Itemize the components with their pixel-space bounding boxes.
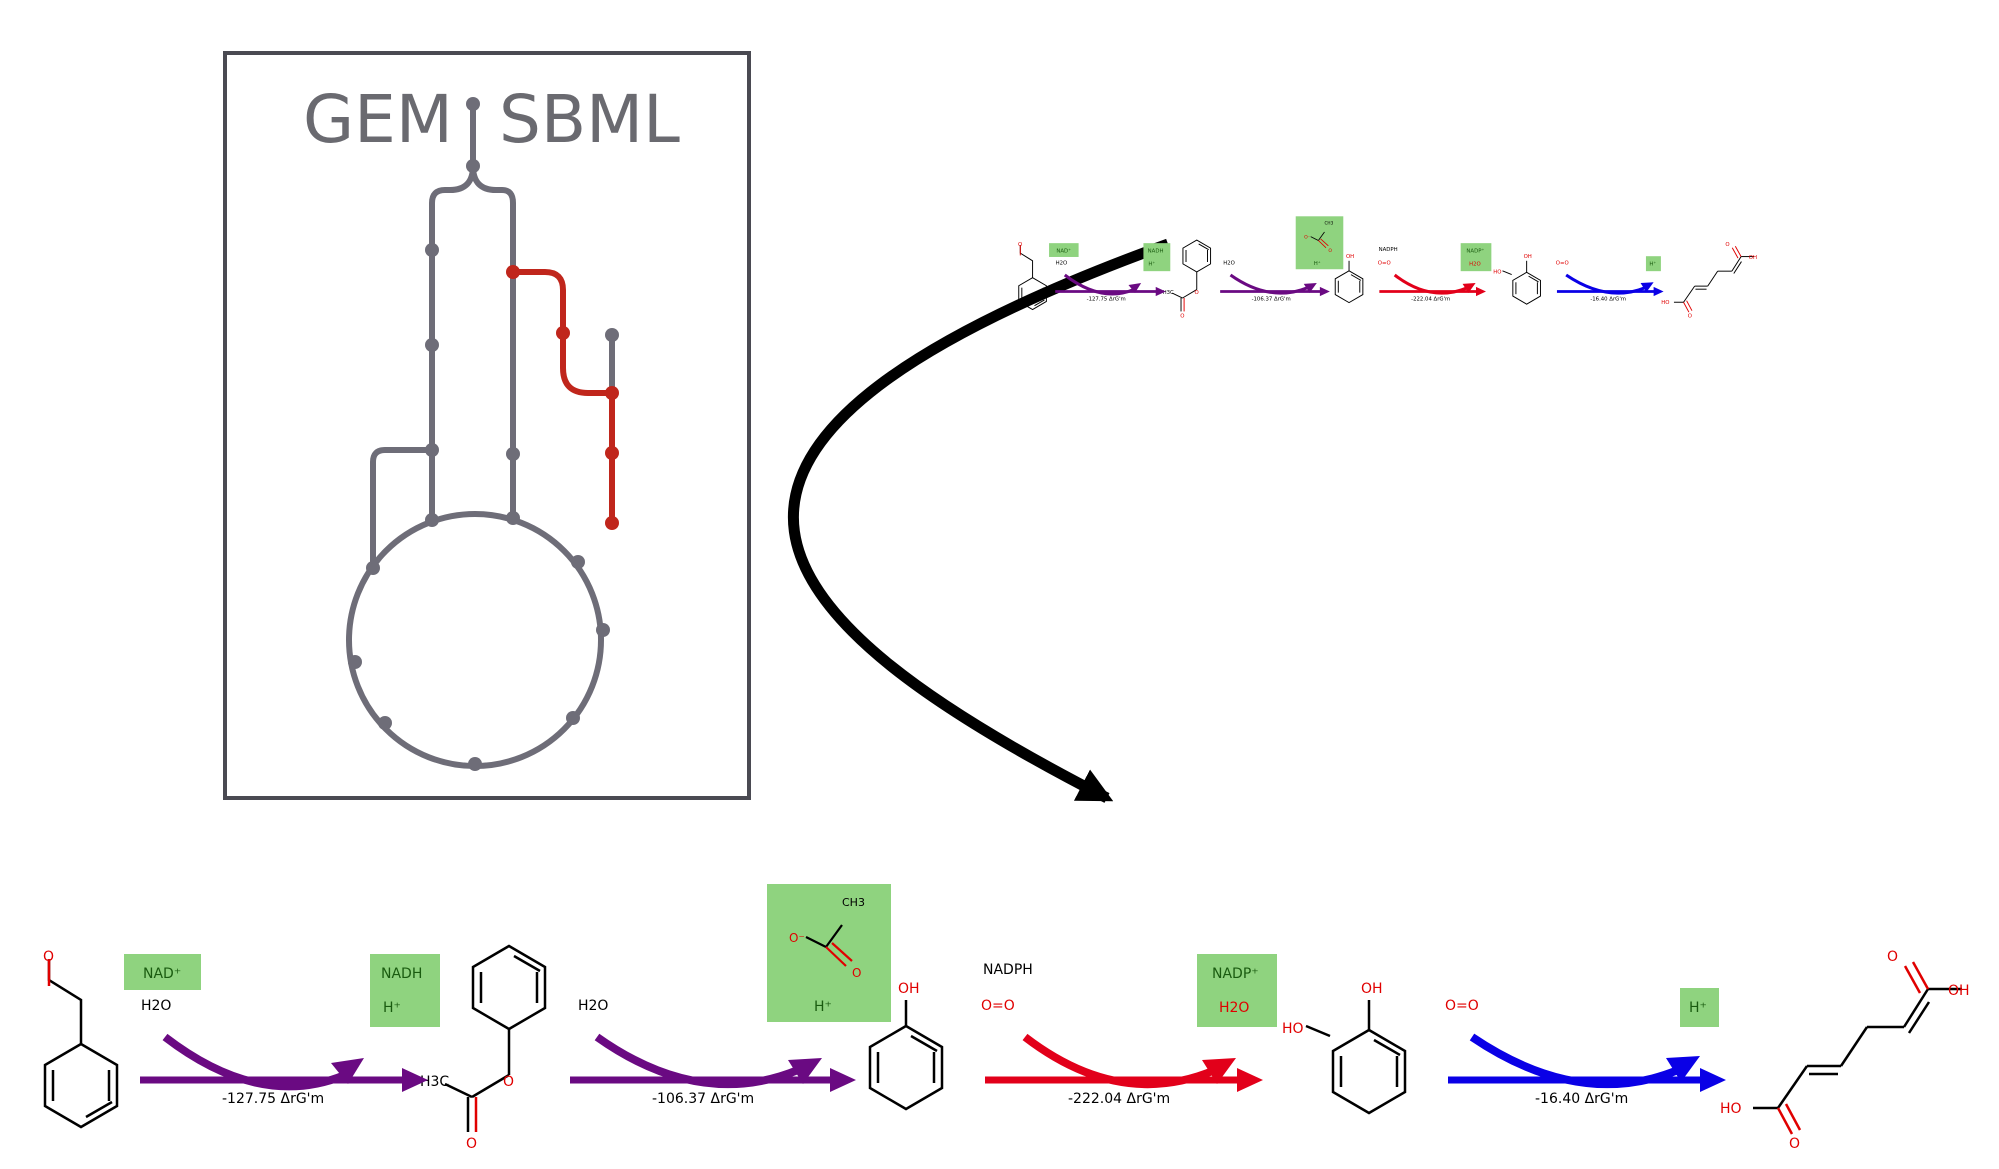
molecule-phenylacetaldehyde [43,959,119,1129]
cofactor-h-plus-4: H⁺ [1689,1000,1707,1016]
network-nodes-gray [348,97,619,771]
cofactor-o2-2: O=O [1445,998,1479,1014]
atom-oh-muconate: OH [1948,983,1970,999]
cofactor-nadh: NADH [381,966,422,982]
cofactor-h2o-3: H2O [1219,1000,1249,1016]
acetate-o-minus: O⁻ [789,931,805,945]
transform-arrow [787,238,1170,803]
reaction-step-2: H2O O⁻ CH3 O H⁺ -106.37 ΔrG'm [570,884,891,1107]
acetate-ch3: CH3 [842,896,865,909]
cofactor-nadp: NADP⁺ [1212,966,1259,982]
pathway-thumbnail [1016,214,1759,322]
atom-o-aldehyde: O [43,949,54,965]
molecule-muconate [1753,961,1962,1135]
reaction-step-3: NADPH O=O NADP⁺ H2O -222.04 ΔrG'm [981,954,1277,1107]
energy-label-3: -222.04 ΔrG'm [1068,1091,1170,1107]
network-nodes-red [506,265,619,530]
atom-o-carbonyl: O [466,1136,477,1152]
cofactor-nadph: NADPH [983,962,1033,978]
cofactor-h2o-2: H2O [578,998,608,1014]
gem-sbml-panel: GEM SBML [223,51,751,800]
network-graph-highlight [510,269,615,526]
energy-label-2: -106.37 ΔrG'm [652,1091,754,1107]
energy-label-1: -127.75 ΔrG'm [222,1091,324,1107]
gem-label: GEM [303,81,453,158]
panel-frame [223,51,751,800]
cofactor-o2-1: O=O [981,998,1015,1014]
atom-oh-catechol: OH [1361,981,1383,997]
molecule-phenylacetate [444,944,547,1132]
cofactor-h-plus-2: H⁺ [814,999,832,1015]
cofactor-h2o-1: H2O [141,998,171,1014]
sbml-label: SBML [499,81,680,158]
network-graph [346,101,615,769]
reaction-step-4: O=O H⁺ -16.40 ΔrG'm [1445,988,1726,1107]
reaction-step-1: NAD⁺ H2O NADH H⁺ -127.75 ΔrG'm [124,954,440,1107]
atom-ho-catechol: HO [1282,1021,1304,1037]
molecule-catechol [1305,1000,1407,1115]
cofactor-nad: NAD⁺ [143,966,181,982]
atom-o-ester: O [503,1074,514,1090]
atom-ho-muconate: HO [1720,1101,1742,1117]
cofactor-h-plus-1: H⁺ [383,1000,401,1016]
atom-h3c: H3C [420,1074,449,1090]
atom-oh-phenol: OH [898,981,920,997]
molecule-phenol [868,1000,944,1111]
acetate-o: O [852,966,861,980]
atom-o-muconate-bottom: O [1789,1136,1800,1152]
pathway-full: O O H3C O OH [43,884,1970,1152]
energy-label-4: -16.40 ΔrG'm [1535,1091,1628,1107]
atom-o-muconate-top: O [1887,949,1898,965]
